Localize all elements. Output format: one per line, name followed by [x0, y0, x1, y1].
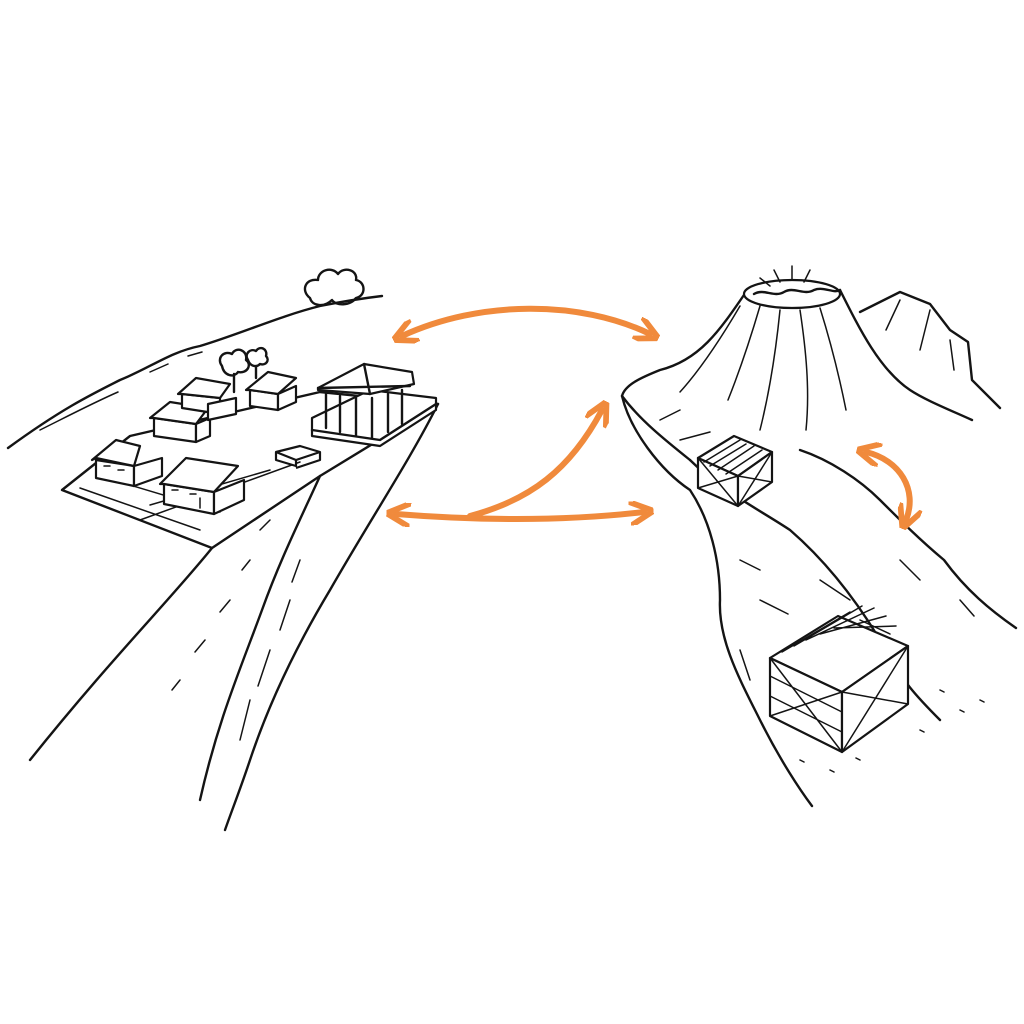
road-dashes: [171, 519, 271, 691]
house-5: [244, 370, 298, 412]
cliff-texture: [239, 559, 301, 741]
branch-arrow: [467, 410, 602, 519]
field-lines: [79, 461, 301, 531]
cloud-icon: [303, 268, 365, 307]
volcano-ridge: [620, 265, 1018, 808]
top-double-arrow: [402, 305, 650, 336]
crater-lava: [752, 287, 842, 296]
background-peak: [858, 290, 1002, 410]
rubble: [799, 689, 985, 773]
cliff-edge: [223, 402, 440, 832]
house-2: [158, 456, 246, 516]
ridge-left-edge: [620, 394, 814, 808]
bench: [274, 444, 322, 470]
house-4: [176, 376, 238, 422]
crater: [742, 278, 842, 310]
house-1: [90, 438, 164, 488]
eruption-rays: [759, 265, 811, 287]
road-left-edge: [28, 546, 214, 762]
bottom-double-arrow: [396, 512, 644, 519]
tree-icons: [218, 346, 269, 394]
crate-small: [696, 434, 774, 508]
volcano-cone: [620, 288, 974, 462]
road-right-edge: [198, 474, 322, 802]
hill-texture: [39, 351, 203, 431]
small-curved-arrow: [866, 452, 910, 520]
arrows: [396, 305, 910, 520]
temple: [310, 362, 438, 448]
crate-large: [768, 605, 910, 754]
settlement-plateau: [6, 268, 440, 832]
ridge-right-edge: [798, 448, 1018, 630]
volcano-ridges: [679, 305, 847, 431]
